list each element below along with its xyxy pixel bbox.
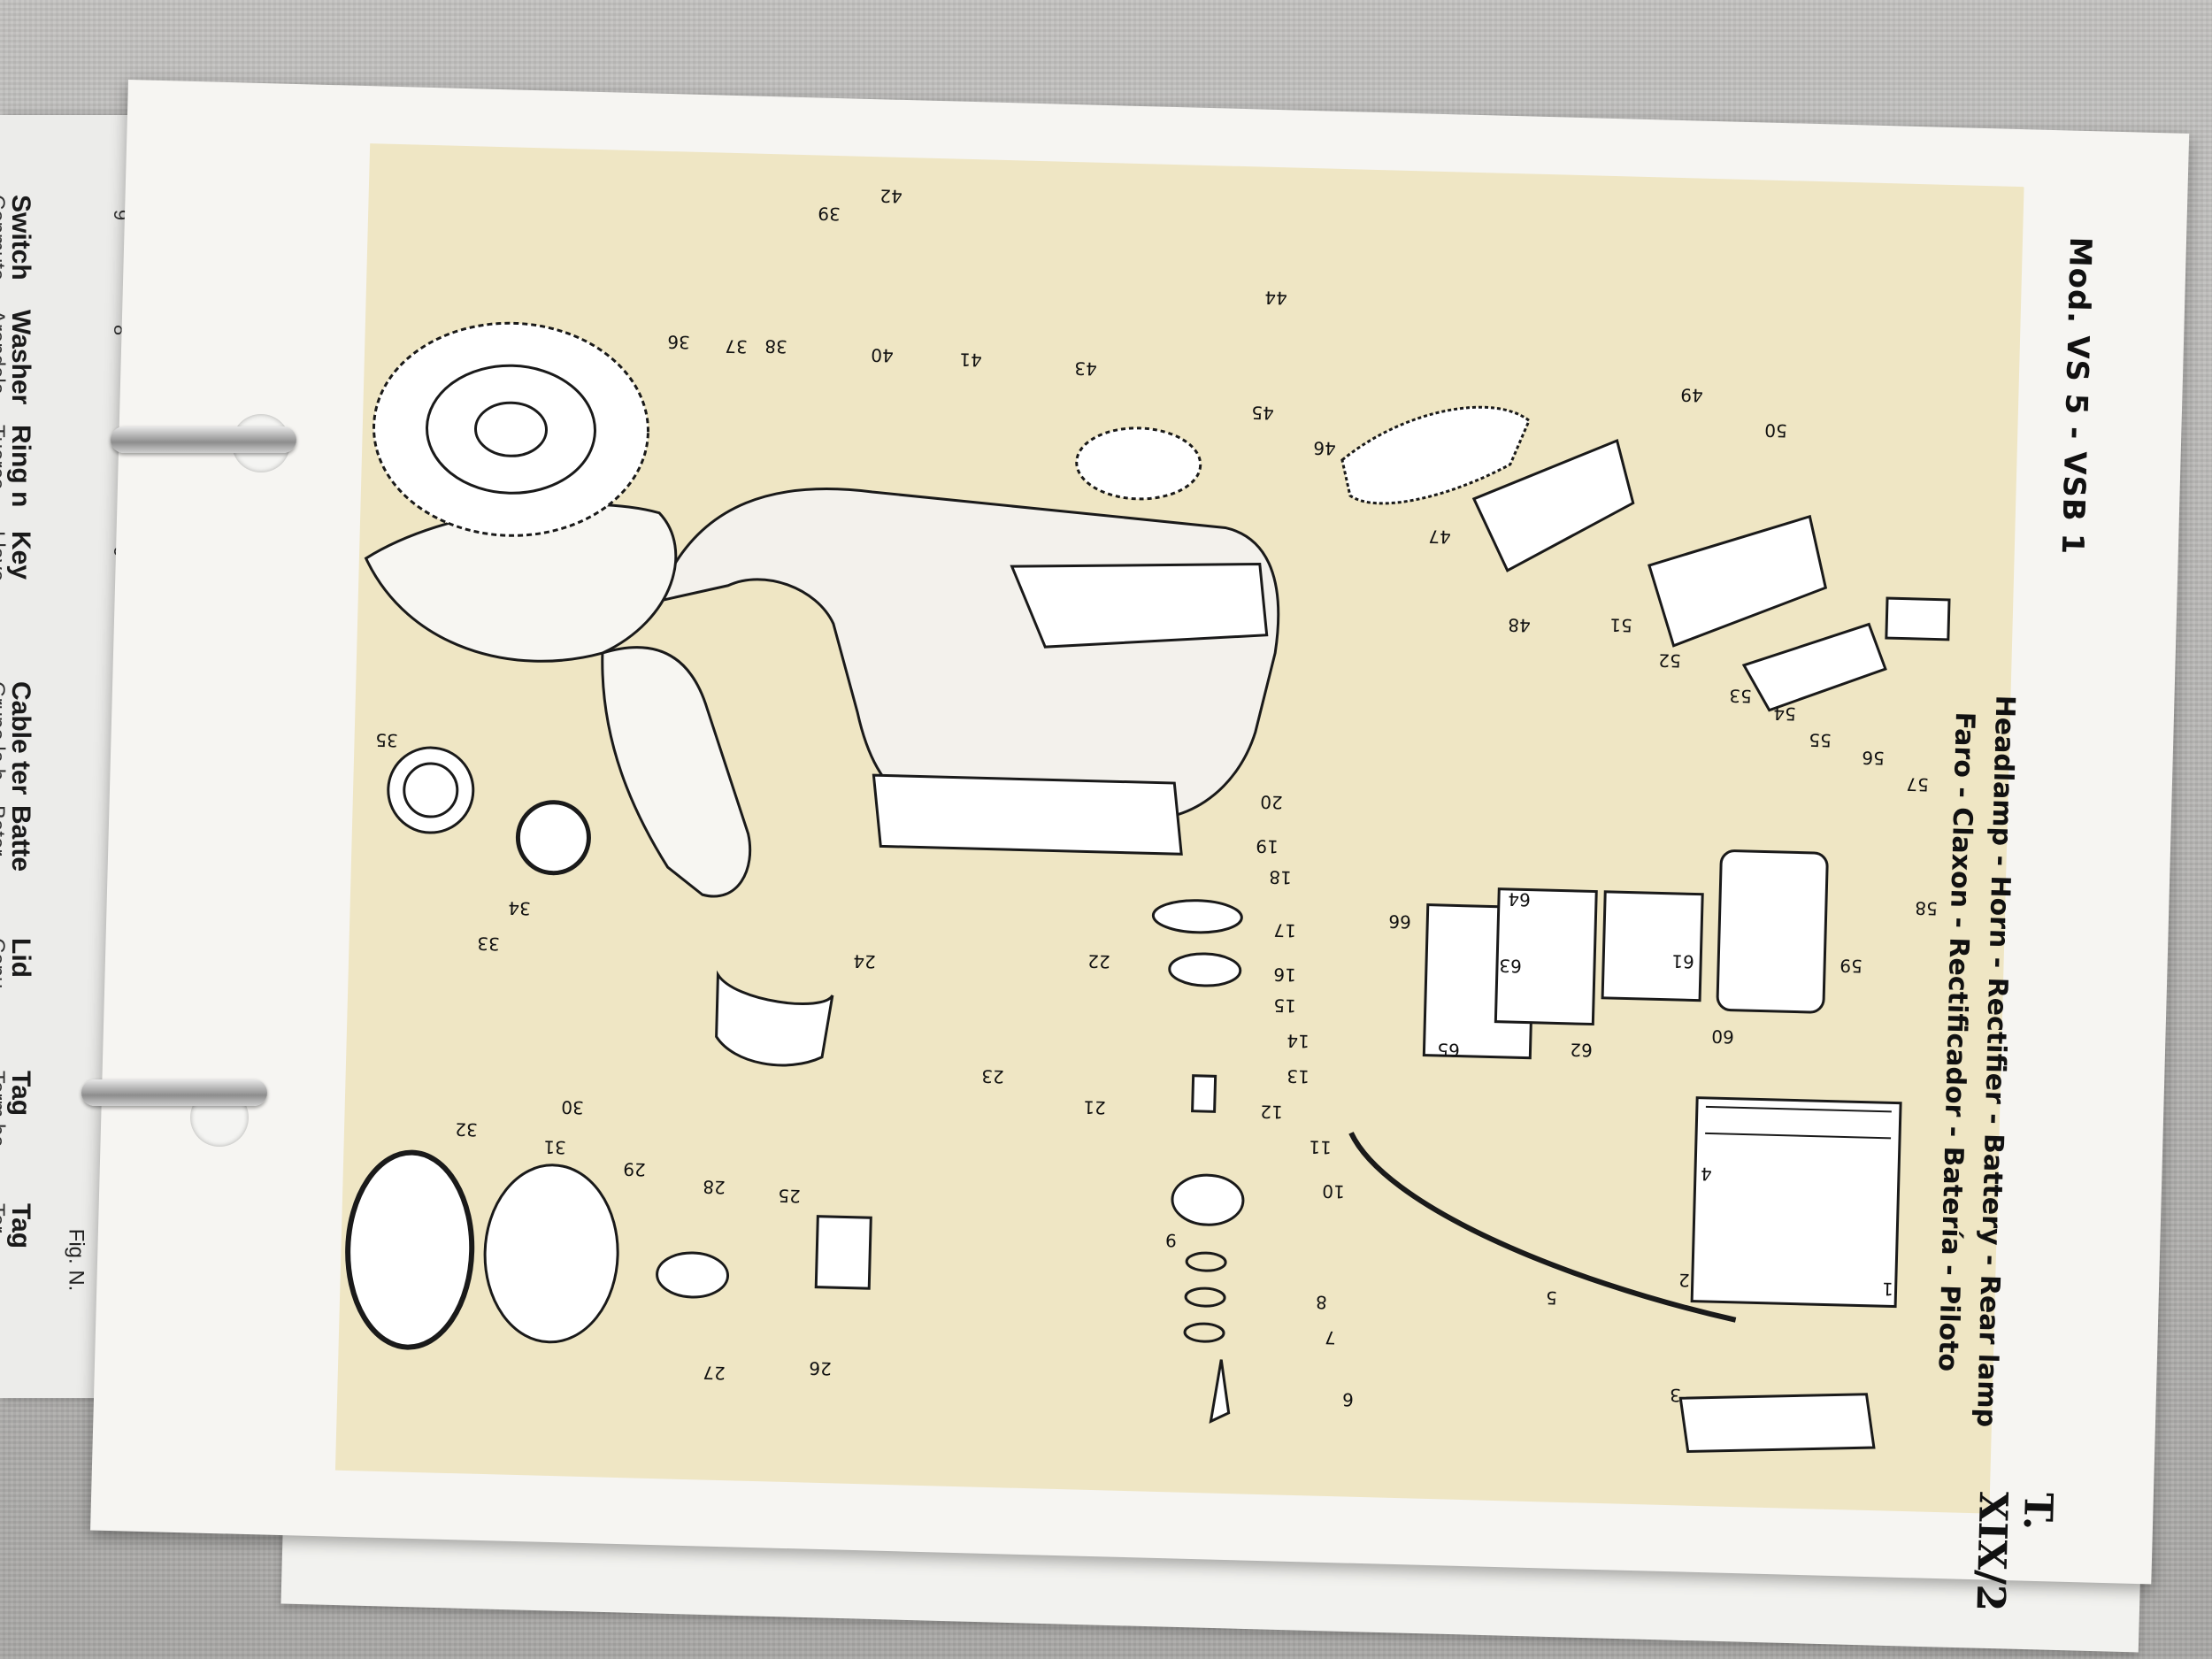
headlamp-parts-drawing	[345, 970, 872, 1350]
horn-drawing	[387, 746, 591, 876]
callout-43: 43	[1074, 357, 1097, 380]
callout-9: 9	[1165, 1230, 1177, 1251]
callout-65: 65	[1437, 1039, 1460, 1061]
binder-ring-bottom	[81, 1079, 267, 1106]
callout-46: 46	[1313, 437, 1336, 459]
callout-15: 15	[1273, 995, 1296, 1017]
callout-63: 63	[1499, 955, 1522, 977]
callout-25: 25	[778, 1185, 801, 1207]
callout-59: 59	[1839, 955, 1863, 977]
callout-62: 62	[1570, 1039, 1593, 1061]
callout-19: 19	[1256, 835, 1279, 857]
callout-53: 53	[1729, 685, 1752, 707]
callout-34: 34	[508, 897, 531, 919]
callout-52: 52	[1658, 649, 1681, 672]
callout-42: 42	[879, 185, 902, 207]
callout-35: 35	[375, 729, 398, 751]
callout-45: 45	[1251, 402, 1274, 424]
binder-ring-top	[111, 426, 296, 453]
callout-18: 18	[1269, 866, 1292, 888]
callout-48: 48	[1508, 614, 1531, 636]
switch-parts-drawing	[1151, 899, 1245, 1424]
callout-39: 39	[818, 203, 841, 225]
callout-26: 26	[809, 1357, 832, 1379]
callout-51: 51	[1609, 614, 1632, 636]
battery-cable-drawing	[1348, 1132, 1737, 1323]
callout-12: 12	[1260, 1101, 1283, 1123]
callout-38: 38	[764, 335, 787, 357]
callout-58: 58	[1915, 897, 1938, 919]
rectifier-drawing	[1422, 849, 1829, 1060]
callout-16: 16	[1273, 964, 1296, 986]
scooter-frame-drawing	[364, 488, 1280, 898]
callout-28: 28	[703, 1176, 726, 1198]
callout-2: 2	[1678, 1270, 1690, 1291]
callout-20: 20	[1260, 791, 1283, 813]
callout-61: 61	[1671, 950, 1694, 972]
callout-32: 32	[455, 1118, 478, 1141]
callout-57: 57	[1906, 773, 1929, 795]
callout-64: 64	[1508, 888, 1531, 910]
callout-50: 50	[1764, 419, 1787, 442]
rear-lamp-parts-drawing	[1340, 405, 1951, 712]
callout-7: 7	[1325, 1327, 1336, 1348]
callout-40: 40	[871, 344, 894, 366]
callout-33: 33	[477, 933, 500, 955]
callout-31: 31	[543, 1136, 566, 1158]
callout-17: 17	[1273, 919, 1296, 941]
callout-60: 60	[1711, 1025, 1734, 1048]
callout-30: 30	[561, 1096, 584, 1118]
spare-wheel-drawing	[373, 321, 649, 537]
callout-41: 41	[959, 349, 982, 371]
battery-drawing	[1678, 1096, 1902, 1454]
callout-37: 37	[725, 335, 748, 357]
callout-13: 13	[1286, 1065, 1310, 1087]
callout-54: 54	[1773, 703, 1796, 725]
callout-44: 44	[1264, 287, 1287, 309]
callout-22: 22	[1087, 950, 1110, 972]
callout-49: 49	[1680, 384, 1703, 406]
callout-27: 27	[703, 1362, 726, 1384]
callout-5: 5	[1546, 1287, 1557, 1309]
callout-1: 1	[1882, 1279, 1893, 1300]
callout-23: 23	[981, 1065, 1004, 1087]
callout-14: 14	[1286, 1030, 1310, 1052]
callout-3: 3	[1670, 1385, 1681, 1406]
callout-47: 47	[1428, 526, 1451, 548]
callout-24: 24	[853, 950, 876, 972]
rear-wheel-drawing	[1075, 426, 1202, 501]
callout-56: 56	[1862, 747, 1885, 769]
callout-8: 8	[1316, 1292, 1327, 1313]
callout-11: 11	[1309, 1136, 1332, 1158]
callout-29: 29	[623, 1158, 646, 1180]
callout-66: 66	[1388, 910, 1411, 933]
callout-10: 10	[1322, 1180, 1345, 1202]
callout-36: 36	[667, 331, 690, 353]
callout-4: 4	[1701, 1164, 1712, 1185]
callout-55: 55	[1809, 729, 1832, 751]
callout-6: 6	[1342, 1389, 1354, 1410]
callout-21: 21	[1083, 1096, 1106, 1118]
